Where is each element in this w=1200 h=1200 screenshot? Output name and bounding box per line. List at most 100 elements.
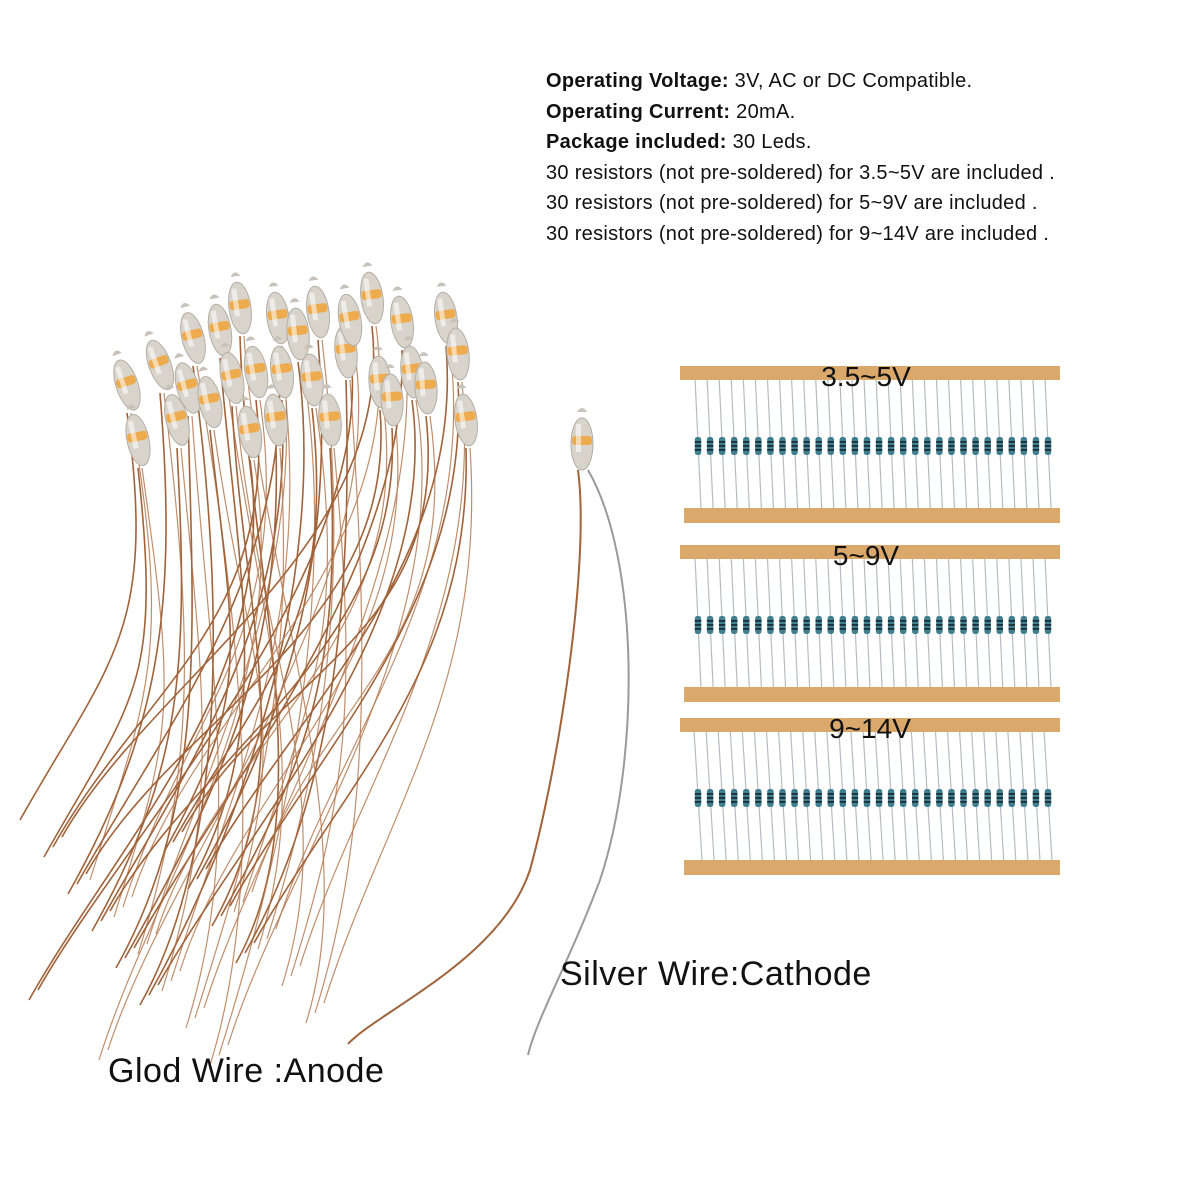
spec-value: 30 Leds. — [726, 131, 812, 153]
led-bulb — [360, 262, 384, 325]
gold-lead — [253, 447, 467, 944]
gold-lead — [170, 399, 291, 982]
tape-top — [680, 718, 1060, 732]
gold-lead — [203, 349, 408, 1009]
gold-lead — [115, 415, 193, 969]
gold-lead — [52, 399, 260, 848]
gold-lead — [91, 447, 183, 932]
gold-lead — [19, 412, 137, 821]
led-bulb — [264, 384, 288, 447]
gold-lead — [244, 379, 348, 954]
gold-lead — [218, 361, 316, 1056]
single-led — [347, 408, 630, 1056]
spec-label: Operating Voltage: — [546, 70, 729, 92]
led-bulb — [125, 404, 151, 467]
led-bulb — [266, 282, 290, 345]
led-bulb — [112, 350, 141, 411]
cathode-caption: Silver Wire:Cathode — [560, 955, 872, 993]
lead-wires — [19, 325, 473, 1066]
spec-label: Operating Current: — [546, 100, 731, 123]
gold-lead — [109, 427, 394, 912]
gold-lead — [185, 415, 220, 1029]
spec-value: 30 resistors (not pre-soldered) for 9~14… — [546, 222, 1050, 245]
spec-value: 30 resistors (not pre-soldered) for 3.5~… — [546, 161, 1056, 184]
led-bulb — [197, 366, 223, 429]
resistor-strip: 5~9V — [680, 540, 1060, 702]
led-bulb — [390, 286, 414, 349]
spec-value: 30 resistors (not pre-soldered) for 5~9V… — [546, 192, 1038, 214]
led-bulb — [286, 298, 310, 361]
tape-bottom — [684, 687, 1060, 702]
spec-list: Operating Voltage: 3V, AC or DC Compatib… — [546, 66, 1055, 249]
led-bulb — [228, 272, 252, 335]
gold-lead — [314, 379, 363, 1014]
tape-bottom — [684, 860, 1060, 875]
gold-lead — [137, 392, 185, 955]
gold-lead — [37, 347, 354, 991]
gold-lead — [299, 381, 466, 967]
strip-voltage-label: 9~14V — [829, 713, 911, 744]
resistor-strip: 9~14V — [680, 713, 1060, 875]
gold-lead — [220, 447, 334, 917]
resistor-strip: 3.5~5V — [680, 361, 1060, 523]
tape-bottom — [684, 508, 1060, 523]
led-bulb — [306, 276, 330, 339]
led-bulb — [180, 303, 206, 364]
gold-lead — [133, 349, 403, 949]
gold-lead — [227, 399, 423, 1046]
spec-value: 3V, AC or DC Compatible. — [728, 70, 973, 92]
gold-lead — [43, 467, 147, 858]
led-bulb — [414, 352, 438, 415]
gold-lead — [146, 345, 288, 945]
anode-caption: Glod Wire :Anode — [108, 1052, 385, 1090]
gold-lead — [139, 365, 214, 1006]
gold-lead — [196, 365, 244, 1066]
gold-lead — [122, 399, 267, 908]
led-bulb — [318, 384, 342, 447]
gold-lead — [61, 325, 375, 838]
gold-lead — [113, 467, 165, 918]
led-bulb — [337, 284, 363, 347]
led-bulbs — [112, 262, 478, 467]
gold-lead — [179, 427, 399, 972]
gold-lead — [323, 447, 473, 1004]
anode-wire — [347, 469, 582, 1045]
led-bulb — [270, 336, 294, 399]
gold-lead — [275, 345, 455, 930]
led-bulb — [380, 364, 404, 427]
gold-lead — [181, 415, 429, 833]
gold-lead — [67, 392, 167, 895]
strip-voltage-label: 5~9V — [833, 540, 899, 571]
strip-voltage-label: 3.5~5V — [821, 361, 911, 392]
gold-lead — [85, 409, 382, 875]
spec-row-resistors-3: 30 resistors (not pre-soldered) for 9~14… — [546, 219, 1055, 250]
cathode-wire — [527, 469, 630, 1056]
gold-lead — [89, 412, 153, 881]
gold-lead — [194, 447, 285, 1019]
gold-lead — [213, 429, 264, 913]
spec-row-voltage: Operating Voltage: 3V, AC or DC Compatib… — [546, 66, 1055, 97]
gold-lead — [235, 405, 304, 987]
spec-row-package: Package included: 30 Leds. — [546, 127, 1055, 158]
led-bulb — [446, 318, 470, 381]
led-bulb — [174, 353, 202, 414]
spec-row-resistors-1: 30 resistors (not pre-soldered) for 3.5~… — [546, 158, 1055, 189]
tape-top — [680, 545, 1060, 559]
led-bulb — [454, 384, 478, 447]
spec-row-current: Operating Current: 20mA. — [546, 97, 1055, 128]
gold-lead — [148, 361, 305, 996]
led-bulb — [219, 342, 245, 405]
gold-lead — [157, 399, 416, 986]
led-bulb — [144, 330, 175, 391]
tape-top — [680, 366, 1060, 380]
gold-lead — [28, 459, 255, 1001]
led-bulb — [164, 385, 190, 446]
gold-lead — [100, 399, 284, 922]
gold-lead — [205, 345, 449, 870]
led-bulb — [237, 396, 263, 459]
gold-lead — [229, 381, 460, 907]
spec-label: Package included: — [546, 131, 727, 153]
led-bundle — [19, 262, 478, 1066]
led-bulb — [570, 408, 594, 471]
